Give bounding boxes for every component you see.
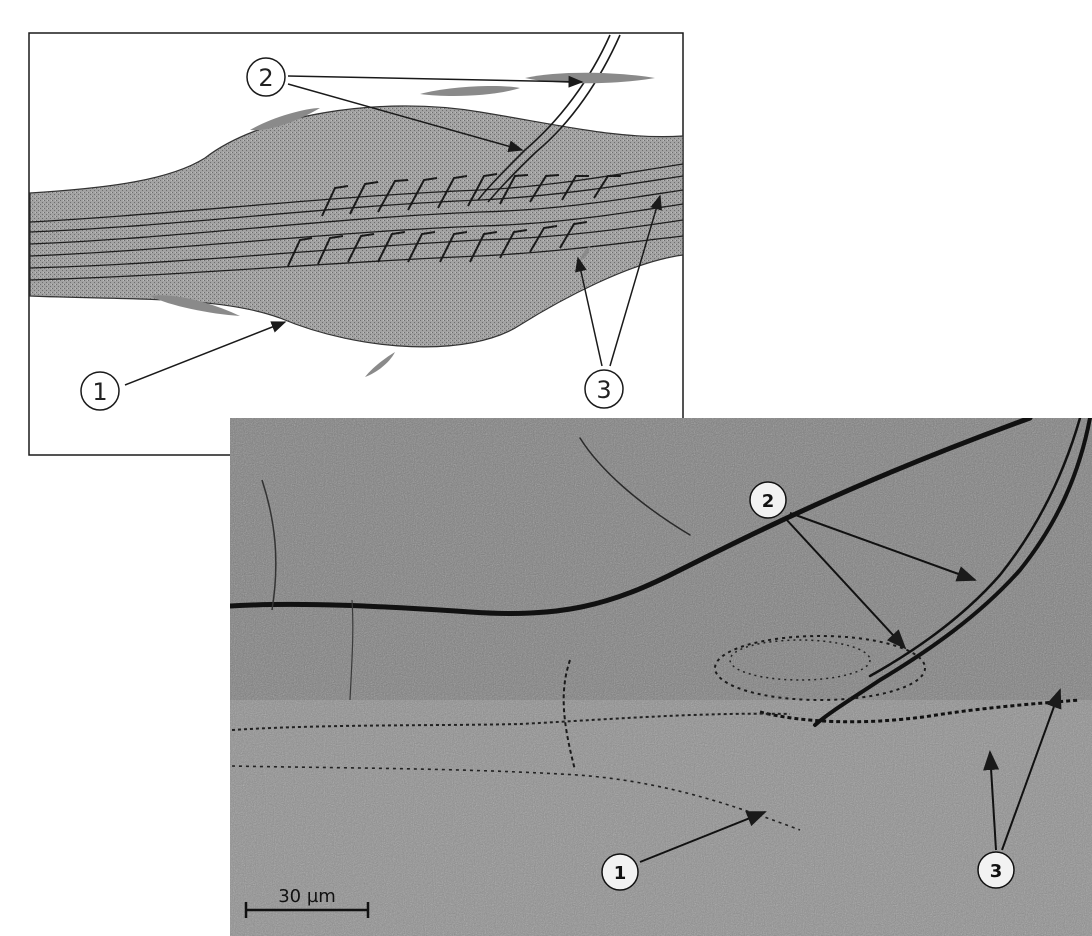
schematic-drawing-panel: 2 1 3: [29, 33, 683, 455]
micrograph-panel: 2 1 3 30 µm: [230, 418, 1092, 936]
svg-text:2: 2: [258, 64, 273, 92]
micrograph-label-2: 2: [750, 482, 786, 518]
micrograph-label-3: 3: [978, 852, 1014, 888]
micrograph-grain: [230, 418, 1092, 936]
svg-text:3: 3: [596, 376, 611, 404]
svg-text:1: 1: [92, 378, 107, 406]
scale-bar-label: 30 µm: [278, 886, 336, 907]
drawing-label-3: 3: [585, 370, 623, 408]
micrograph-label-1: 1: [602, 854, 638, 890]
svg-text:3: 3: [990, 861, 1003, 882]
svg-text:1: 1: [614, 863, 627, 884]
drawing-label-2: 2: [247, 58, 285, 96]
svg-text:2: 2: [762, 491, 775, 512]
drawing-label-1: 1: [81, 372, 119, 410]
